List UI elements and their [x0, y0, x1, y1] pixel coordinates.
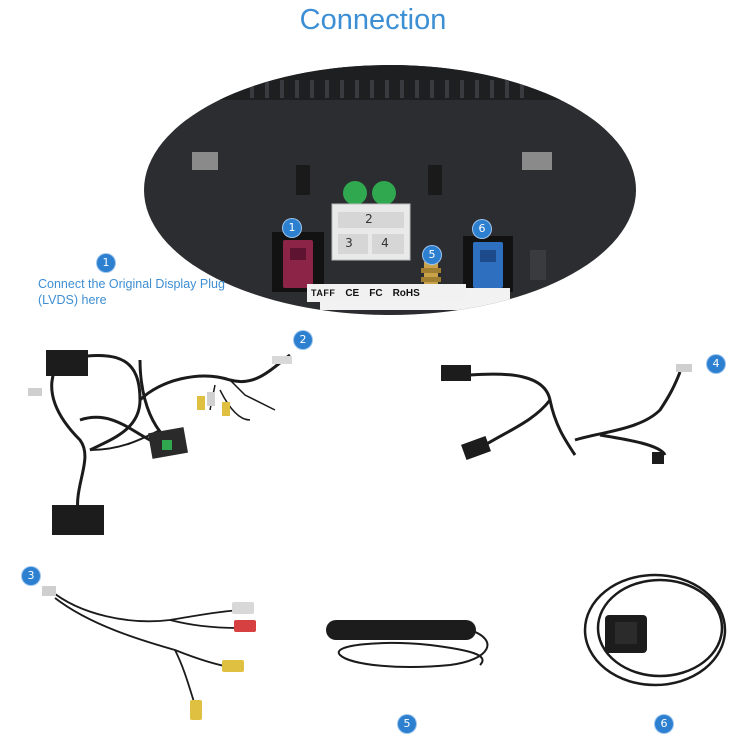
rohs-mark: RoHS — [392, 287, 420, 299]
compliance-label-strip: TAFF CE FC RoHS — [307, 284, 466, 302]
callout-badge-2: 2 — [294, 331, 312, 349]
panel-port-number-2: 2 — [365, 212, 373, 226]
callout-badge-1: 1 — [97, 254, 115, 272]
usb-y-cable — [469, 371, 682, 456]
fc-mark: FC — [369, 287, 383, 299]
main-wiring-harness — [50, 353, 291, 521]
page-title: Connection — [299, 4, 447, 36]
gps-antenna-cable — [583, 573, 727, 687]
panel-port-number-3: 3 — [345, 236, 353, 250]
brand-label: TAFF — [311, 288, 336, 298]
panel-port-number-6: 6 — [473, 220, 491, 238]
antenna-cable — [337, 629, 489, 668]
panel-port-number-5: 5 — [423, 246, 441, 264]
panel-port-number-1: 1 — [283, 219, 301, 237]
callout-badge-5: 5 — [398, 715, 416, 733]
callout-badge-3: 3 — [22, 567, 40, 585]
ce-mark: CE — [345, 287, 360, 299]
callout-badge-6: 6 — [655, 715, 673, 733]
lvds-caption: Connect the Original Display Plug (LVDS)… — [38, 277, 225, 307]
callout-badge-4: 4 — [707, 355, 725, 373]
panel-port-number-4: 4 — [381, 236, 389, 250]
rca-cable — [49, 589, 241, 706]
